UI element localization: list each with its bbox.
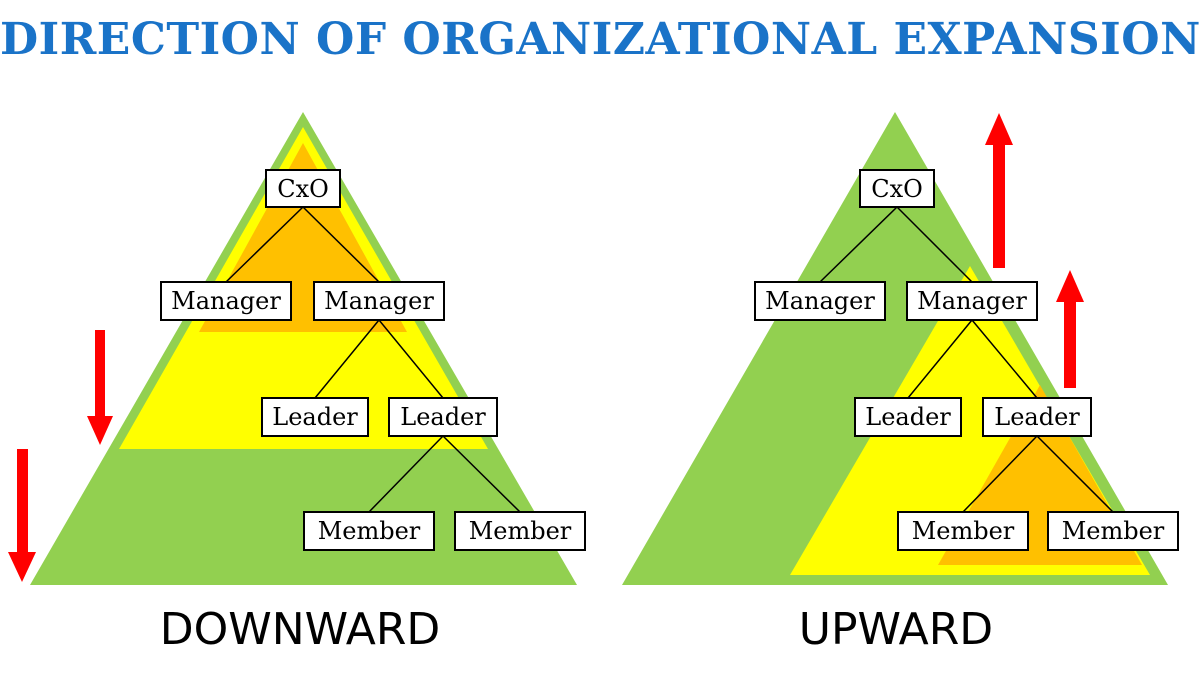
node-label: Manager: [765, 287, 875, 315]
left-connector: [368, 435, 444, 513]
left-connector: [314, 319, 380, 399]
node-label: CxO: [277, 175, 329, 203]
right-node-manager: Manager: [754, 281, 886, 321]
up-arrow-icon: [985, 113, 1013, 268]
left-connector: [442, 435, 521, 513]
left-node-cxo: CxO: [265, 169, 341, 208]
right-node-member: Member: [897, 511, 1029, 551]
upward-caption: UPWARD: [798, 604, 994, 655]
left-node-member: Member: [303, 511, 435, 551]
node-label: Leader: [865, 403, 951, 431]
right-node-leader: Leader: [854, 397, 962, 437]
left-node-member: Member: [454, 511, 586, 551]
right-node-leader: Leader: [982, 397, 1092, 437]
left-node-manager: Manager: [313, 281, 445, 321]
right-node-cxo: CxO: [859, 169, 935, 208]
page-title: DIRECTION OF ORGANIZATIONAL EXPANSION: [0, 14, 1200, 65]
upward-pyramid: CxO Manager Manager Leader Leader Member…: [622, 112, 1179, 585]
left-connector: [225, 206, 304, 283]
node-label: CxO: [871, 175, 923, 203]
down-arrow-icon: [87, 330, 113, 445]
left-node-leader: Leader: [261, 397, 369, 437]
right-connector: [971, 319, 1038, 399]
left-connector: [302, 206, 380, 283]
right-connector: [896, 206, 973, 283]
right-connector: [1036, 435, 1114, 513]
right-node-manager: Manager: [906, 281, 1038, 321]
right-connector: [962, 435, 1038, 513]
up-arrow-icon: [1056, 270, 1084, 388]
node-label: Leader: [272, 403, 358, 431]
node-label: Manager: [324, 287, 434, 315]
node-label: Manager: [917, 287, 1027, 315]
node-label: Member: [912, 517, 1015, 545]
node-label: Leader: [400, 403, 486, 431]
node-label: Leader: [994, 403, 1080, 431]
node-label: Member: [469, 517, 572, 545]
left-connector: [378, 319, 444, 399]
left-node-manager: Manager: [160, 281, 292, 321]
down-arrow-icon: [8, 449, 36, 582]
node-label: Member: [318, 517, 421, 545]
downward-caption: DOWNWARD: [159, 604, 441, 655]
right-connector: [819, 206, 898, 283]
downward-pyramid: CxO Manager Manager Leader Leader Member…: [8, 112, 586, 585]
node-label: Manager: [171, 287, 281, 315]
right-connector: [907, 319, 973, 399]
right-node-member: Member: [1047, 511, 1179, 551]
node-label: Member: [1062, 517, 1165, 545]
left-node-leader: Leader: [388, 397, 498, 437]
